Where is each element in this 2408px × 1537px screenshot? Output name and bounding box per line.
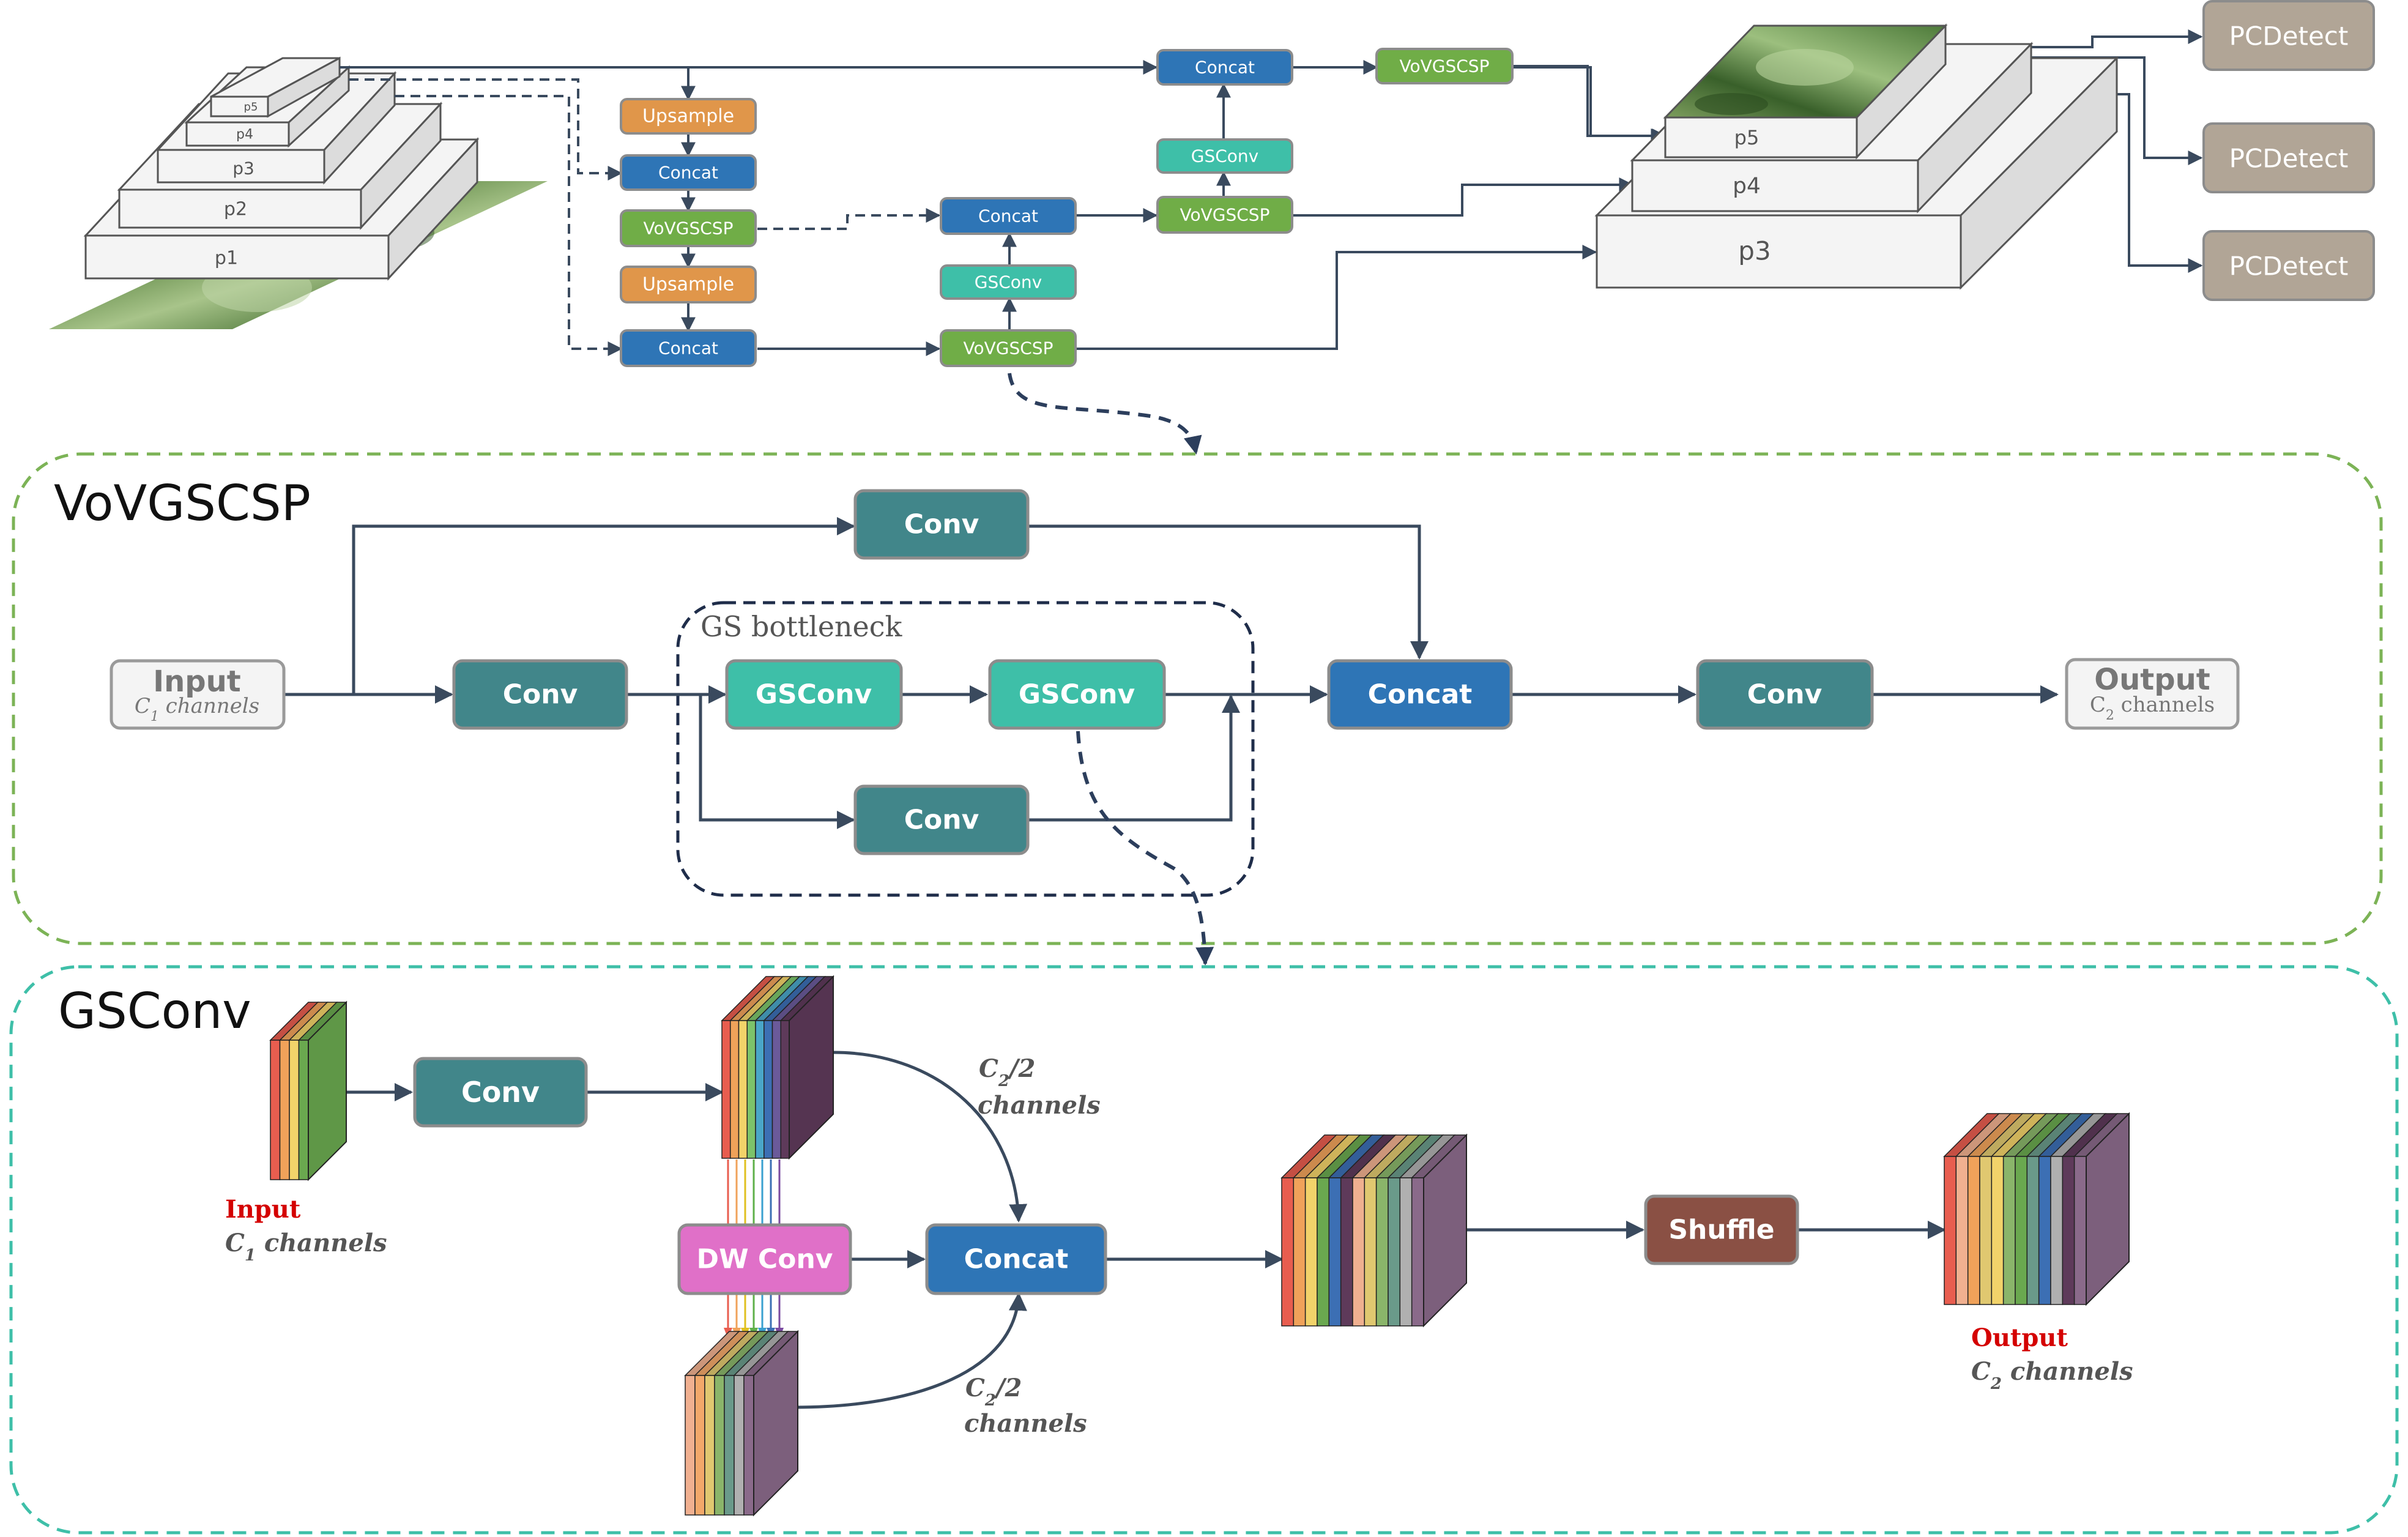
concat-node-2 xyxy=(620,329,757,367)
pcdetect-head-1 xyxy=(2202,0,2375,71)
gs-output-label: Output xyxy=(1971,1323,2068,1352)
gsconv-node-2 xyxy=(1156,138,1293,174)
vov-conv-top-label: Conv xyxy=(904,509,979,540)
vov-input-title: Input xyxy=(153,664,241,699)
half-bottom-caption: C2/2 xyxy=(965,1374,1022,1410)
pcdetect-3-label: PCDetect xyxy=(2229,251,2349,281)
gs-conv-label: Conv xyxy=(461,1076,540,1109)
vovgscsp-4-label: VoVGSCSP xyxy=(1400,56,1490,76)
vov-output-box xyxy=(2065,658,2240,730)
output-label-p4: p4 xyxy=(1733,174,1761,199)
gsconv-panel-border xyxy=(9,965,2399,1535)
vovgscsp-node-1 xyxy=(620,209,757,247)
upsample-top-label: Upsample xyxy=(642,106,734,127)
vovgscsp-3-label: VoVGSCSP xyxy=(1180,205,1270,225)
vov-output-channels: C2 channels xyxy=(2090,693,2215,723)
vovgscsp-panel: VoVGSCSP GS bottleneck Input C1 channels… xyxy=(12,452,2383,966)
vov-input-box xyxy=(110,659,286,730)
pyramid-label-p3: p3 xyxy=(232,158,255,179)
gsconv-1-label: GSConv xyxy=(975,272,1042,292)
vovgscsp-node-2 xyxy=(940,329,1077,367)
concat-node-1 xyxy=(620,154,757,191)
gs-concat-node xyxy=(925,1223,1107,1295)
gs-conv-node xyxy=(413,1057,588,1128)
vov-gsconv-b-label: GSConv xyxy=(1019,679,1135,710)
gs-input-label: Input xyxy=(225,1195,301,1224)
concat-2-label: Concat xyxy=(658,338,718,359)
shuffled-output-stack xyxy=(1943,1112,2130,1306)
half-top-caption-line2: channels xyxy=(978,1091,1101,1120)
upsample-bottom-label: Upsample xyxy=(642,274,734,296)
concat-1-label: Concat xyxy=(658,163,718,183)
upsample-node-top xyxy=(620,98,757,135)
vov-conv-last-label: Conv xyxy=(1747,679,1823,710)
vov-conv-top xyxy=(853,489,1030,560)
concat-node-3 xyxy=(940,197,1077,235)
conv-output-stack xyxy=(721,975,834,1160)
concat-node-4 xyxy=(1156,49,1293,86)
vovgscsp-connections xyxy=(284,517,2059,966)
vov-conv-branch xyxy=(853,784,1030,855)
vov-conv-branch-label: Conv xyxy=(904,805,979,836)
vov-concat xyxy=(1327,659,1513,730)
vovgscsp-panel-title: VoVGSCSP xyxy=(54,475,311,532)
vov-concat-label: Concat xyxy=(1368,679,1473,710)
concat-4-label: Concat xyxy=(1195,58,1255,78)
pyramid-label-p4: p4 xyxy=(236,127,253,143)
vov-conv-last xyxy=(1696,659,1874,730)
gsconv-panel-title: GSConv xyxy=(58,983,251,1040)
gsconv-connections xyxy=(346,1051,1946,1409)
neck-nodes: Upsample Concat VoVGSCSP Upsample Concat… xyxy=(620,48,1514,367)
pcdetect-1-label: PCDetect xyxy=(2229,21,2349,51)
feature-pyramid: p1 p2 p3 p4 p5 xyxy=(83,56,480,281)
dw-output-stack xyxy=(684,1330,799,1517)
gsconv-panel: GSConv Conv DW Conv Concat Shuffle Input… xyxy=(9,965,2399,1535)
output-pyramid: p3 p4 p5 xyxy=(1594,23,2119,290)
pyramid-label-p2: p2 xyxy=(224,199,247,220)
gsconv-node-1 xyxy=(940,264,1077,300)
neck-section: p1 p2 p3 p4 p5 xyxy=(49,0,2375,455)
vov-input-channels: C1 channels xyxy=(135,694,259,724)
feature-stacks xyxy=(269,975,2130,1517)
upsample-node-bottom xyxy=(620,266,757,303)
vov-gsconv-a xyxy=(725,659,903,730)
neck-connections xyxy=(340,29,2203,455)
output-image-texture-detail xyxy=(1695,93,1768,115)
pcdetect-head-2 xyxy=(2202,122,2375,193)
input-feature-stack xyxy=(269,1000,347,1182)
vovgscsp-1-label: VoVGSCSP xyxy=(644,218,734,239)
pyramid-label-p1: p1 xyxy=(215,248,238,269)
vov-gsconv-b xyxy=(988,659,1166,730)
pcdetect-2-label: PCDetect xyxy=(2229,144,2349,174)
dw-conv-label: DW Conv xyxy=(697,1244,833,1275)
shuffle-node xyxy=(1644,1194,1799,1265)
gs-bottleneck-box xyxy=(676,601,1255,897)
vovgscsp-node-4 xyxy=(1375,48,1514,84)
output-image-texture-detail xyxy=(1756,49,1854,86)
vovgscsp-node-3 xyxy=(1156,196,1293,234)
vovgscsp-2-label: VoVGSCSP xyxy=(964,338,1054,359)
detect-heads: PCDetect PCDetect PCDetect xyxy=(2202,0,2375,301)
pcdetect-head-3 xyxy=(2202,230,2375,301)
gsconv-2-label: GSConv xyxy=(1191,146,1258,166)
gs-output-channels: C2 channels xyxy=(1971,1357,2133,1393)
gs-concat-label: Concat xyxy=(964,1244,1069,1275)
vov-conv-first-label: Conv xyxy=(503,679,578,710)
shuffle-label: Shuffle xyxy=(1668,1215,1774,1246)
half-top-caption: C2/2 xyxy=(979,1054,1035,1090)
gs-bottleneck-label: GS bottleneck xyxy=(700,610,903,643)
half-bottom-caption-line2: channels xyxy=(964,1409,1087,1438)
vov-output-title: Output xyxy=(2094,663,2210,697)
concat-3-label: Concat xyxy=(978,206,1038,226)
dw-conv-node xyxy=(677,1223,852,1295)
output-label-p5: p5 xyxy=(1734,126,1760,149)
vovgscsp-panel-border xyxy=(12,452,2383,945)
vov-conv-first xyxy=(452,659,628,730)
pyramid-label-p5: p5 xyxy=(244,101,258,114)
concat-output-stack xyxy=(1280,1133,1468,1328)
vov-gsconv-a-label: GSConv xyxy=(756,679,872,710)
output-label-p3: p3 xyxy=(1738,236,1771,266)
gs-input-channels: C1 channels xyxy=(225,1229,387,1265)
